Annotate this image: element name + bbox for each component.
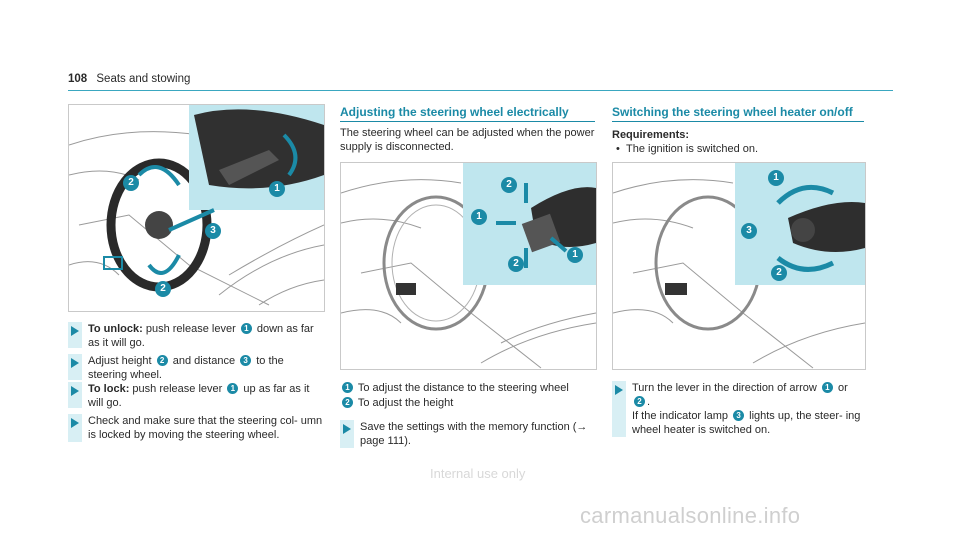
step-unlock: To unlock: push release lever 1 down as … [88, 323, 314, 349]
step-arrow-icon [343, 424, 351, 434]
figure-callout: 1 [768, 170, 784, 186]
heading-adjust-electrically: Adjusting the steering wheel electricall… [340, 105, 569, 119]
step-check: Check and make sure that the steering co… [88, 415, 323, 441]
page-number: 108 [68, 73, 88, 85]
figure-callout: 2 [771, 265, 787, 281]
figure-callout: 2 [508, 256, 524, 272]
step-marker [612, 381, 626, 437]
callout-badge: 1 [342, 382, 353, 393]
legend-item: 2 To adjust the height [340, 396, 595, 410]
callout-badge: 2 [156, 355, 168, 366]
step-arrow-icon [71, 326, 79, 336]
bullet-icon: • [616, 143, 620, 155]
figure-steering-electric: 2 1 1 2 [340, 162, 597, 370]
callout-badge: 1 [227, 383, 239, 394]
callout-badge: 3 [240, 355, 252, 366]
callout-badge: 2 [634, 396, 645, 407]
heading-rule [340, 121, 595, 122]
site-watermark: carmanualsonline.info [580, 503, 801, 528]
figure-wheel-heater: 1 3 2 [612, 162, 866, 370]
figure-callout: 2 [123, 175, 139, 191]
figure-callout: 2 [155, 281, 171, 297]
step-save-memory: Save the settings with the memory functi… [360, 421, 588, 447]
section-title: Seats and stowing [96, 73, 191, 85]
heading-rule [612, 121, 864, 122]
step-arrow-icon [71, 386, 79, 396]
step-arrow-icon [71, 358, 79, 368]
step-turn-lever: Turn the lever in the direction of arrow… [632, 382, 861, 436]
intro-text: The steering wheel can be adjusted when … [340, 127, 595, 153]
legend-item: 1 To adjust the distance to the steering… [340, 381, 595, 395]
figure-callout: 3 [205, 223, 221, 239]
callout-badge: 1 [821, 382, 833, 393]
figure-callout: 3 [741, 223, 757, 239]
callout-badge: 2 [342, 397, 353, 408]
requirement-item: • The ignition is switched on. [616, 143, 759, 155]
step-arrow-icon [71, 418, 79, 428]
step-arrow-icon [615, 385, 623, 395]
figure-callout: 1 [471, 209, 487, 225]
callout-badge: 1 [240, 323, 252, 334]
step-lock: To lock: push release lever 1 up as far … [88, 383, 310, 409]
step-adjust: Adjust height 2 and distance 3 to the st… [88, 355, 284, 381]
figure-steering-column-manual: 1 2 3 2 [68, 104, 325, 312]
requirements-label: Requirements: [612, 129, 690, 141]
figure-callout: 1 [269, 181, 285, 197]
callout-badge: 3 [733, 410, 745, 421]
heading-wheel-heater: Switching the steering wheel heater on/o… [612, 105, 853, 119]
figure-callout: 1 [567, 247, 583, 263]
page-header: 108 Seats and stowing [68, 73, 190, 85]
header-rule [68, 90, 893, 91]
figure-callout: 2 [501, 177, 517, 193]
watermark: Internal use only [430, 466, 526, 481]
